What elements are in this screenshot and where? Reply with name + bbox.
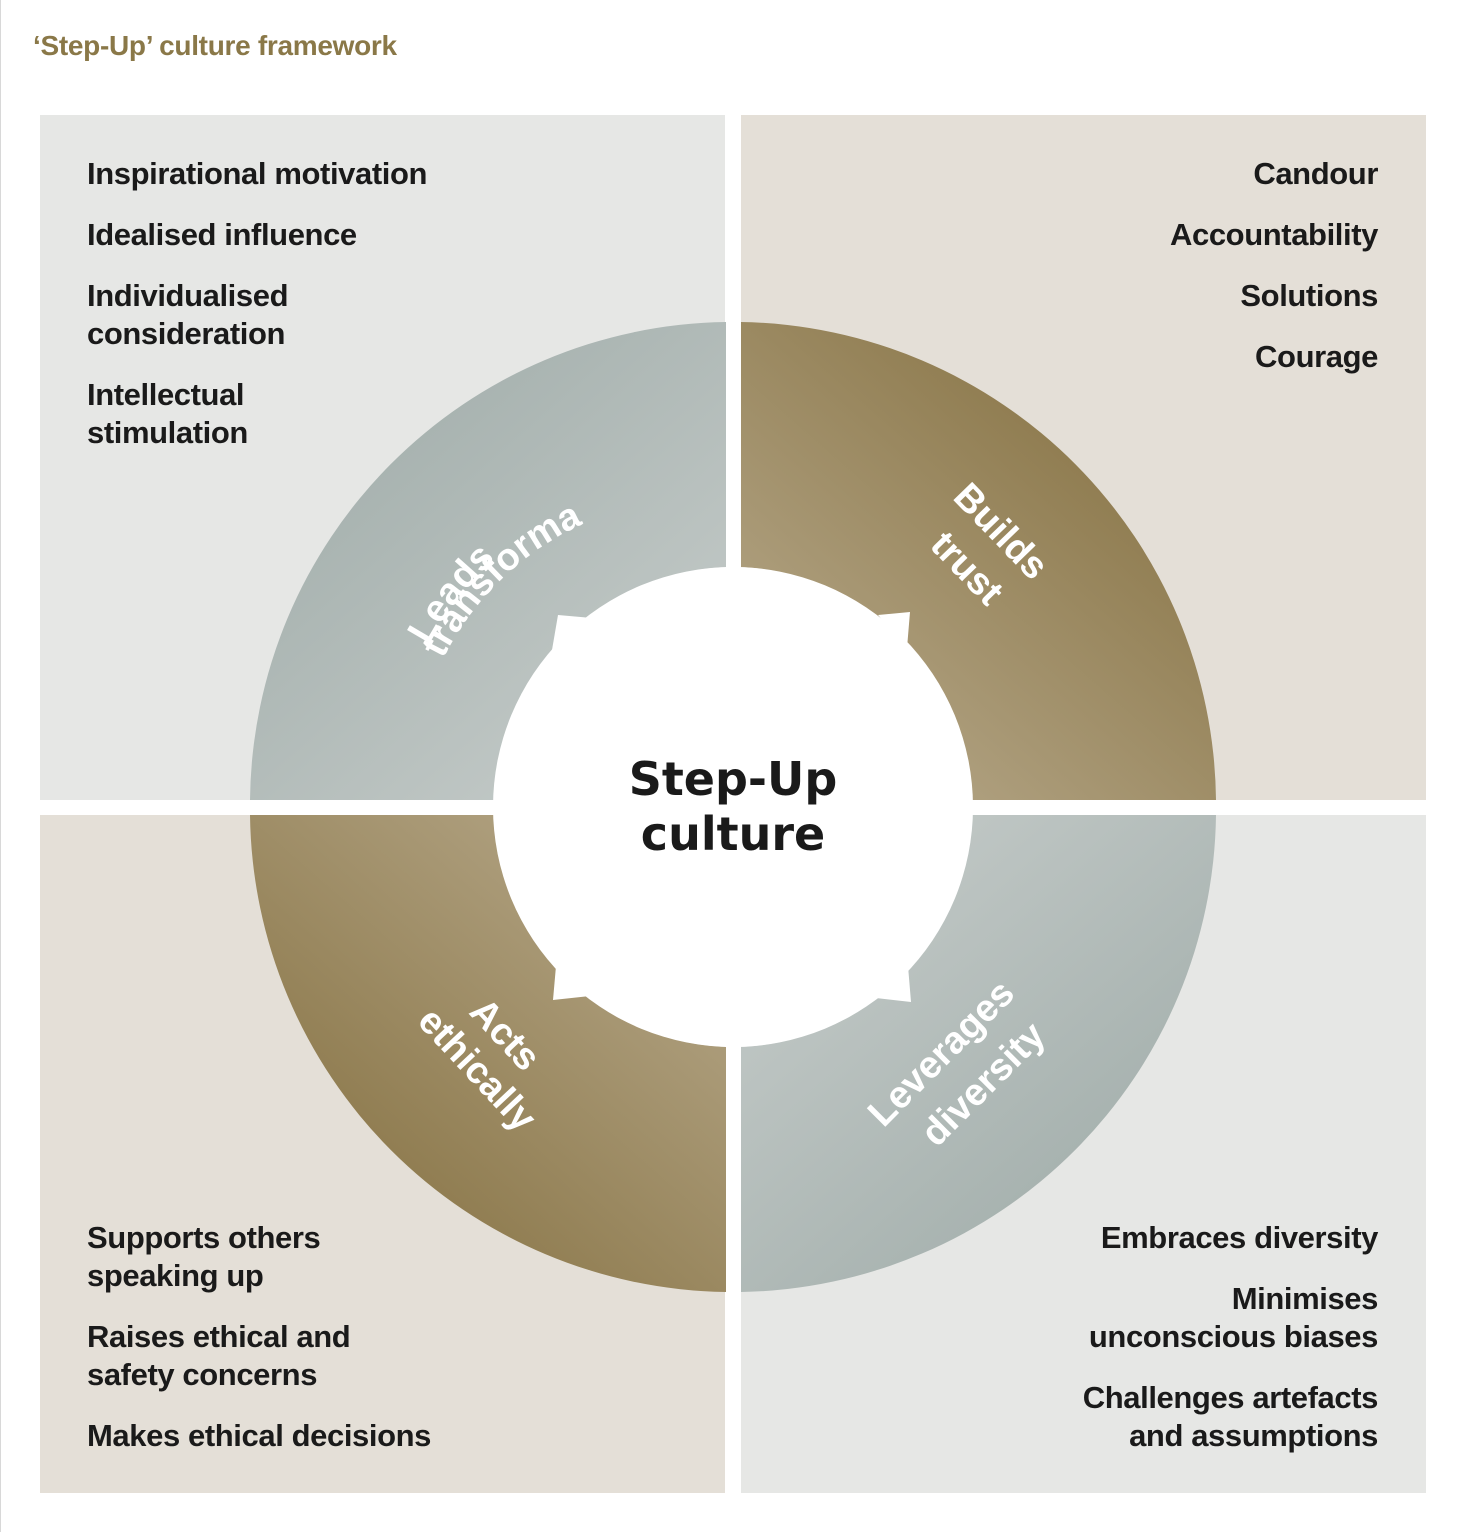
center-title-line2: culture bbox=[641, 807, 825, 861]
list-leads-transformatively: Inspirational motivation Idealised influ… bbox=[87, 155, 507, 452]
segment-acts-ethically bbox=[250, 815, 726, 1292]
center-circle bbox=[493, 567, 973, 1047]
list-item: Makes ethical decisions bbox=[87, 1418, 432, 1453]
segment-leads-transformatively bbox=[250, 322, 726, 800]
page-title: ‘Step-Up’ culture framework bbox=[33, 30, 397, 61]
center-title-line1: Step-Up bbox=[629, 752, 838, 806]
arrowhead-bottom-left bbox=[553, 966, 590, 1000]
list-item: Solutions bbox=[1240, 278, 1378, 313]
list-item: Inspirational motivation bbox=[87, 156, 428, 191]
segment-leverages-diversity bbox=[741, 815, 1216, 1292]
arrowhead-top-left bbox=[552, 615, 592, 650]
list-item: Accountability bbox=[1170, 217, 1378, 252]
list-item: Embraces diversity bbox=[1100, 1220, 1379, 1255]
list-builds-trust: Candour Accountability Solutions Courage bbox=[958, 155, 1378, 376]
arrowhead-bottom-right bbox=[876, 966, 911, 1002]
arrowhead-top-right bbox=[878, 612, 910, 648]
list-item: Courage bbox=[1255, 339, 1378, 374]
segment-builds-trust bbox=[741, 322, 1216, 800]
list-item: Candour bbox=[1253, 156, 1378, 191]
list-item: Idealised influence bbox=[87, 217, 357, 252]
page-border bbox=[0, 0, 1, 1532]
